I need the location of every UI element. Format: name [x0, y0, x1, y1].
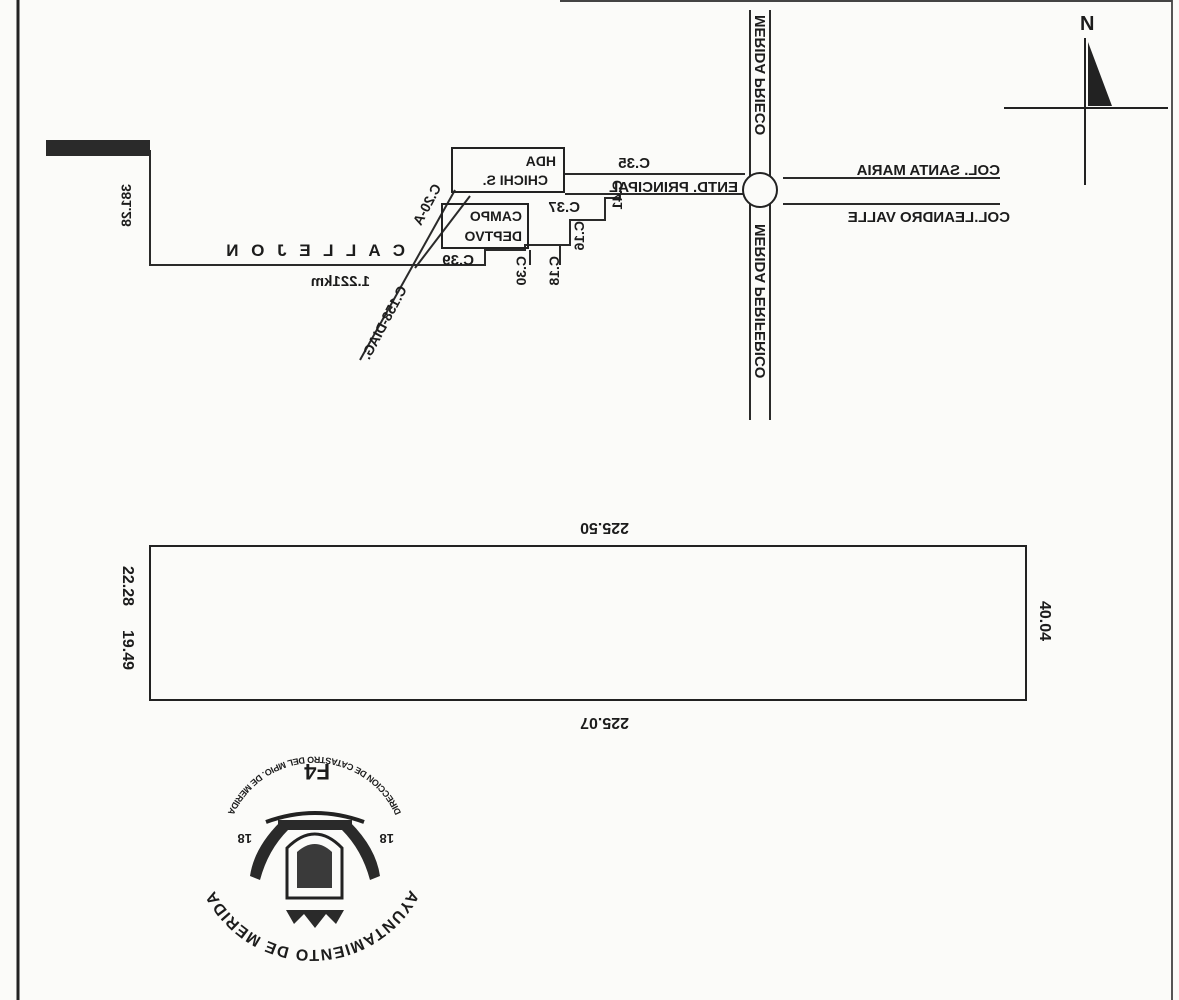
municipal-seal: AYUNTAMIENTO DE MERIDA DIRECCION DE CATA… [202, 755, 421, 963]
col-santa-maria-label: COL. SANTA MARIA [857, 162, 1000, 179]
c18-label: C.18 [546, 256, 562, 286]
c41-label: C.41 [609, 180, 625, 210]
col-leandro-valle-label: COL.LEANDRO VALLE [848, 209, 1010, 226]
left-distance-label: 381.28 [118, 184, 134, 227]
c37-label: C.37 [548, 199, 580, 216]
hda-chichi-box [451, 147, 565, 193]
deptvo-label: DEPTVO [464, 228, 522, 244]
coat-of-arms-icon [250, 811, 380, 928]
reference-bar [46, 140, 150, 156]
north-label: N [1080, 13, 1094, 35]
c30-label: C.30 [513, 256, 529, 286]
c20a-label: C.20-A [409, 181, 444, 228]
c158-diag-label: C.158-DIAG. [358, 283, 410, 362]
lot-top-dimension: 225.50 [580, 519, 629, 536]
entd-principal-label: ENTD. PRINCIPAL [609, 179, 738, 196]
lot-polygon [149, 545, 1027, 701]
callejon-length-label: 1.221km [311, 273, 370, 290]
c35-label: C.35 [618, 155, 650, 172]
seal-number-right: 18 [238, 831, 252, 846]
lot-left-dimension-a: 22.28 [119, 566, 136, 606]
north-arrow-icon [1004, 38, 1168, 185]
lot-right-dimension: 40.04 [1036, 601, 1053, 641]
hda-label: HDA [526, 153, 556, 169]
campo-label: CAMPO [470, 208, 522, 224]
campo-deptvo-box [441, 203, 529, 249]
callejon-road [149, 150, 621, 266]
c39-label: C.39 [442, 252, 474, 269]
lot-left-dimension-b: 19.49 [119, 630, 136, 670]
seal-number-left: 18 [380, 831, 394, 846]
periferico-bottom-label: MERIDA PERIFERICO [752, 224, 769, 379]
periferico-top-label-rot: MERIDA PRIECO [752, 15, 769, 136]
roundabout-icon [742, 172, 778, 208]
lot-bottom-dimension: 225.07 [580, 714, 629, 731]
callejon-label: C A L L E J O N [222, 241, 405, 260]
c16-label: C.16 [571, 221, 587, 251]
chichi-label: CHICHI S. [483, 172, 548, 188]
seal-code: F4 [304, 759, 330, 784]
diagonal-road-west [359, 189, 456, 361]
